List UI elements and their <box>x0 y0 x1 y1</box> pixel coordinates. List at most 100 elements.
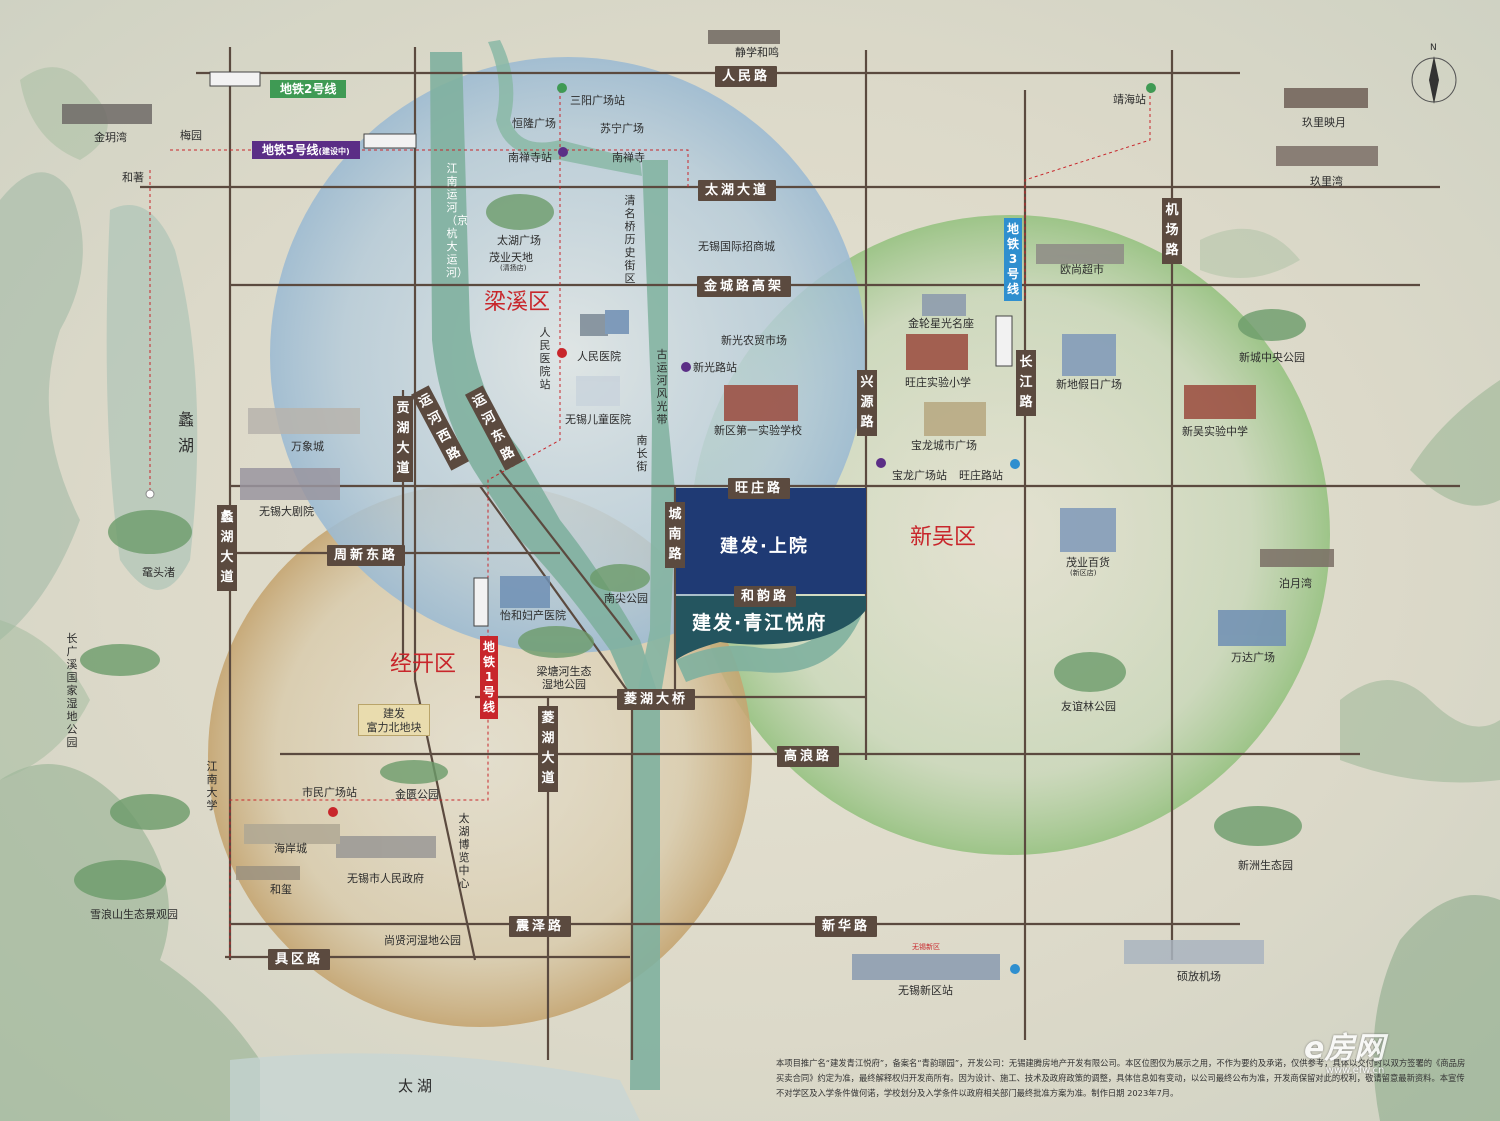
place-xuelang: 雪浪山生态景观园 <box>90 908 178 921</box>
place-shuofang: 硕放机场 <box>1177 970 1221 983</box>
district-liangxi: 梁溪区 <box>484 290 551 315</box>
place-xinzhou-park: 新洲生态园 <box>1238 859 1293 872</box>
place-maoye-baihuo-sub: (新区店) <box>1070 569 1097 577</box>
label-nanchang: 南长街 <box>636 434 648 473</box>
label-taihu-expo: 太湖博览中心 <box>458 812 470 890</box>
watermark: e房网 www.efw.cn <box>1304 1034 1384 1076</box>
road-jichang: 机场路 <box>1162 198 1182 264</box>
metro-line-5-badge: 地铁5号线(建设中) <box>252 141 360 159</box>
label-changguangxi: 长广溪国家湿地公园 <box>66 632 78 749</box>
place-xinqu-school: 新区第一实验学校 <box>714 424 802 437</box>
place-maoye-sub: (清扬店) <box>500 264 527 272</box>
place-henglong: 恒隆广场 <box>512 117 556 130</box>
label-jiangnan-univ: 江南大学 <box>206 760 218 812</box>
road-lihu-dadao: 蠡湖大道 <box>217 505 237 591</box>
road-taihu-dadao: 太湖大道 <box>698 180 777 201</box>
place-oushang: 欧尚超市 <box>1060 263 1104 276</box>
place-wuxi-intl: 无锡国际招商城 <box>698 240 775 253</box>
place-jinlun: 金轮星光名座 <box>908 317 974 330</box>
road-chengnan: 城南路 <box>665 502 685 568</box>
place-xinwu-school: 新吴实验中学 <box>1182 425 1248 438</box>
road-changjiang: 长江路 <box>1016 350 1036 416</box>
place-shimin-station: 市民广场站 <box>302 786 357 799</box>
place-youyilin: 友谊林公园 <box>1061 700 1116 713</box>
road-renmin: 人民路 <box>715 66 778 87</box>
metro-line-1-badge: 地铁1号线 <box>480 636 498 719</box>
compass-north: N <box>1430 43 1437 53</box>
watermark-brand: e房网 <box>1304 1031 1385 1066</box>
place-maoye-baihuo: 茂业百货 <box>1066 556 1110 569</box>
place-grand-theatre: 无锡大剧院 <box>259 505 314 518</box>
place-shangxianhe: 尚贤河湿地公园 <box>384 934 461 947</box>
place-taihu-plaza: 太湖广场 <box>497 234 541 247</box>
road-gaolang: 高浪路 <box>777 746 840 767</box>
watermark-url: www.efw.cn <box>1325 1065 1385 1076</box>
project-shangyuan: 建发·上院 <box>720 536 809 557</box>
place-xincheng-park: 新城中央公园 <box>1239 351 1305 364</box>
place-nanchansi: 南禅寺 <box>612 151 645 164</box>
place-hezhu: 和著 <box>122 171 144 184</box>
place-hexi: 和玺 <box>270 883 292 896</box>
label-renmin-hospital-station: 人民医院站 <box>539 326 551 391</box>
road-zhouxin-dong: 周新东路 <box>327 545 406 566</box>
project-qingjiang: 建发·青江悦府 <box>692 612 828 634</box>
road-lingdu-dadao: 菱湖大道 <box>538 706 558 792</box>
label-lihu: 蠡湖 <box>178 410 195 455</box>
place-renmin-hospital: 人民医院 <box>577 350 621 363</box>
road-juqu: 具区路 <box>268 949 331 970</box>
place-xinguang-market: 新光农贸市场 <box>721 334 787 347</box>
place-yuantouzhu: 鼋头渚 <box>142 566 175 579</box>
road-wangzhuang: 旺庄路 <box>728 478 791 499</box>
road-gonghu-dadao: 贡湖大道 <box>393 396 413 482</box>
place-haian: 海岸城 <box>274 842 307 855</box>
place-jiuli-yingyue: 玖里映月 <box>1302 116 1346 129</box>
place-sanyang-station: 三阳广场站 <box>570 94 625 107</box>
place-jinmingwan: 金玥湾 <box>94 131 127 144</box>
road-xingyuan: 兴源路 <box>857 370 877 436</box>
place-gov: 无锡市人民政府 <box>347 872 424 885</box>
place-nanchansi-station: 南禅寺站 <box>508 151 552 164</box>
place-taihu: 太湖 <box>398 1077 437 1095</box>
metro-line-5-status: (建设中) <box>318 147 350 156</box>
place-baolong: 宝龙城市广场 <box>911 439 977 452</box>
place-boyuewan: 泊月湾 <box>1279 577 1312 590</box>
place-jingxue: 静学和鸣 <box>735 46 779 59</box>
road-lingdu-bridge: 菱湖大桥 <box>617 689 696 710</box>
place-meiyuan: 梅园 <box>180 129 202 142</box>
place-wangzhuang-station: 旺庄路站 <box>959 469 1003 482</box>
place-liangtanghe: 梁塘河生态湿地公园 <box>536 665 592 691</box>
road-heyun: 和韵路 <box>734 586 797 607</box>
place-suning: 苏宁广场 <box>600 122 644 135</box>
place-xinqu-station: 无锡新区站 <box>898 984 953 997</box>
metro-line-2-badge: 地铁2号线 <box>270 80 347 98</box>
plot-label-line2: 富力北地块 <box>366 721 422 734</box>
label-grand-canal: 江南运河（京杭大运河） <box>446 162 468 279</box>
metro-line-5-label: 地铁5号线 <box>262 143 319 157</box>
place-jinkui-park: 金匮公园 <box>395 788 439 801</box>
disclaimer: 本项目推广名“建发青江悦府”，备案名“青韵璟园”，开发公司：无锡建腾房地产开发有… <box>776 1058 1466 1098</box>
road-jincheng: 金城路高架 <box>697 276 792 297</box>
place-xindi: 新地假日广场 <box>1056 378 1122 391</box>
place-yihe-hospital: 怡和妇产医院 <box>500 609 566 622</box>
place-nanjian-park: 南尖公园 <box>604 592 648 605</box>
place-jinghai-station: 靖海站 <box>1113 93 1146 106</box>
road-zhenze: 震泽路 <box>509 916 572 937</box>
road-xinhua: 新华路 <box>815 916 878 937</box>
plot-label: 建发 富力北地块 <box>358 704 430 736</box>
place-maoye: 茂业天地 <box>489 251 533 264</box>
place-children-hospital: 无锡儿童医院 <box>565 413 631 426</box>
label-gu-canal: 古运河风光带 <box>656 348 668 426</box>
place-xinguang-station: 新光路站 <box>693 361 737 374</box>
place-wanxiangcheng: 万象城 <box>291 440 324 453</box>
metro-line-3-badge: 地铁3号线 <box>1004 218 1022 301</box>
place-wanda: 万达广场 <box>1231 651 1275 664</box>
place-xinqu-station-sign: 无锡新区 <box>912 943 940 951</box>
plot-label-line1: 建发 <box>383 707 405 720</box>
label-qingmingqiao: 清名桥历史街区 <box>624 194 636 285</box>
district-xinwu: 新吴区 <box>910 525 977 550</box>
place-baolong-station: 宝龙广场站 <box>892 469 947 482</box>
district-jingkai: 经开区 <box>390 652 457 677</box>
place-jiuliwan: 玖里湾 <box>1310 175 1343 188</box>
place-wangzhuang-school: 旺庄实验小学 <box>905 376 971 389</box>
